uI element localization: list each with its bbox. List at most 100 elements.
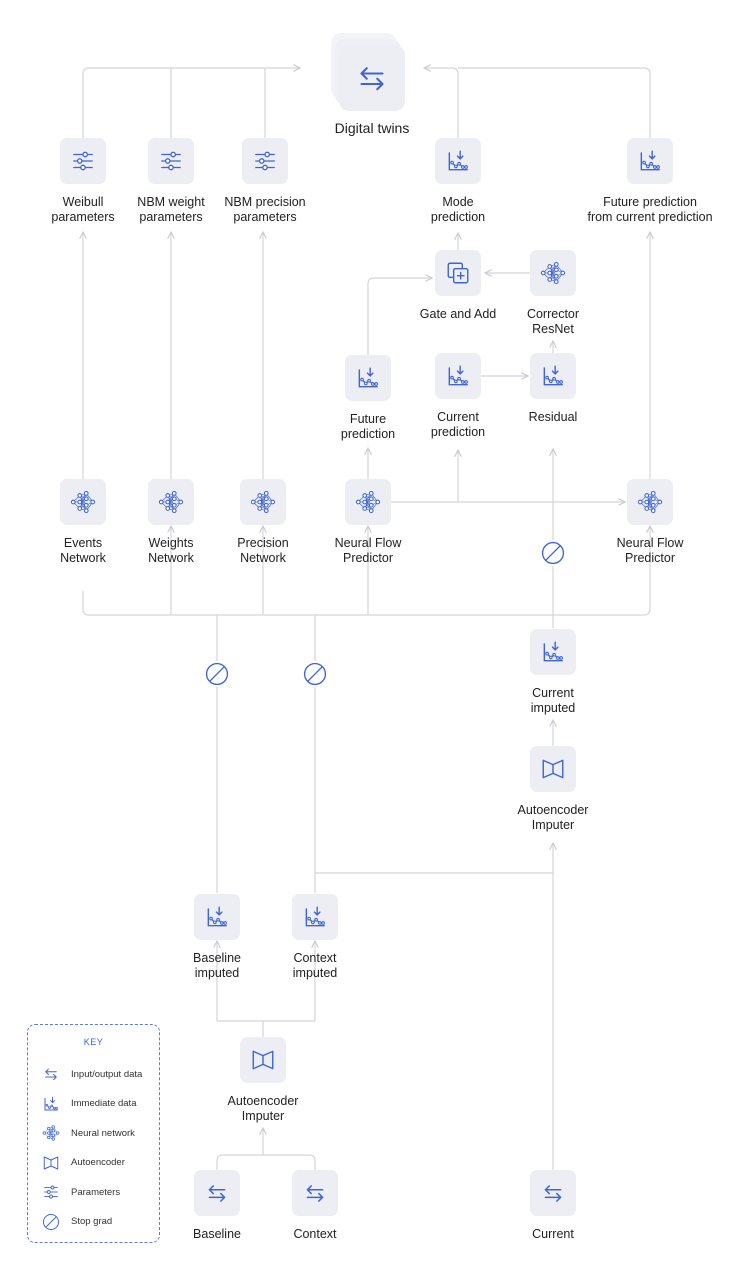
current-node bbox=[530, 1170, 576, 1216]
chart-icon bbox=[543, 365, 563, 386]
weibull-params-node bbox=[60, 138, 106, 184]
params-icon bbox=[161, 151, 181, 171]
io-icon bbox=[360, 67, 384, 91]
stop-icon bbox=[43, 1213, 59, 1230]
gate-and-add-label: Gate and Add bbox=[419, 307, 497, 321]
gate-icon bbox=[447, 262, 469, 284]
digital-twins-node bbox=[331, 33, 405, 111]
ae-icon bbox=[542, 759, 564, 779]
current-label: Current bbox=[532, 1227, 574, 1241]
key-item-label: Input/output data bbox=[71, 1068, 143, 1080]
key-item: Autoencoder bbox=[40, 1154, 125, 1172]
baseline-imputed-node bbox=[194, 894, 240, 940]
nn-icon bbox=[250, 490, 276, 514]
context-node bbox=[292, 1170, 338, 1216]
key-item: Input/output data bbox=[40, 1065, 142, 1083]
autoencoder-top-node bbox=[530, 746, 576, 792]
key-item: Immediate data bbox=[40, 1095, 136, 1113]
chart-icon bbox=[543, 641, 563, 662]
ae-icon bbox=[43, 1156, 59, 1169]
chart-icon bbox=[448, 365, 468, 386]
nn-icon bbox=[637, 490, 663, 514]
flow-connector bbox=[216, 1154, 316, 1170]
corrector-resnet-node bbox=[530, 250, 576, 296]
chart-icon bbox=[305, 906, 325, 927]
nn-icon bbox=[42, 1125, 60, 1141]
residual-label: Residual bbox=[528, 410, 578, 424]
io-icon bbox=[208, 1185, 226, 1202]
flow-connector bbox=[367, 278, 432, 355]
chart-icon bbox=[207, 906, 227, 927]
baseline-label: Baseline bbox=[193, 1227, 241, 1241]
context-imputed-node bbox=[292, 894, 338, 940]
nn-icon bbox=[70, 490, 96, 514]
stop-grad-icon bbox=[205, 662, 229, 686]
params-icon bbox=[44, 1185, 58, 1199]
flow-connector bbox=[82, 68, 300, 138]
flow-connector bbox=[82, 526, 650, 616]
mode-prediction-node bbox=[435, 138, 481, 184]
key-item-label: Neural network bbox=[71, 1127, 135, 1139]
ae-icon bbox=[252, 1050, 274, 1070]
key-item-label: Immediate data bbox=[71, 1098, 137, 1109]
stop-grad-icon bbox=[303, 662, 327, 686]
key-item-label: Parameters bbox=[71, 1186, 121, 1198]
future-prediction-node bbox=[345, 355, 391, 401]
gate-and-add-node bbox=[435, 250, 481, 296]
nn-icon bbox=[158, 490, 184, 514]
events-network-node bbox=[60, 479, 106, 525]
params-icon bbox=[255, 151, 275, 171]
neural-flow-2-node bbox=[627, 479, 673, 525]
residual-node bbox=[530, 353, 576, 399]
chart-icon bbox=[448, 150, 468, 171]
chart-icon bbox=[44, 1096, 58, 1110]
key-title: KEY bbox=[83, 1037, 104, 1047]
digital-twins-label: Digital twins bbox=[334, 120, 410, 136]
params-icon bbox=[73, 151, 93, 171]
current-imputed-node bbox=[530, 629, 576, 675]
chart-icon bbox=[358, 367, 378, 388]
nn-icon bbox=[540, 261, 566, 285]
future-from-current-node bbox=[627, 138, 673, 184]
io-icon bbox=[45, 1068, 57, 1081]
io-icon bbox=[306, 1185, 324, 1202]
chart-icon bbox=[640, 150, 660, 171]
weights-network-node bbox=[148, 479, 194, 525]
flow-connector bbox=[217, 1020, 315, 1037]
nbm-precision-params-node bbox=[242, 138, 288, 184]
precision-network-node bbox=[240, 479, 286, 525]
nn-icon bbox=[355, 490, 381, 514]
baseline-node bbox=[194, 1170, 240, 1216]
key-item: Neural network bbox=[40, 1124, 135, 1142]
flow-connector bbox=[424, 68, 459, 138]
nbm-weight-params-node bbox=[148, 138, 194, 184]
context-label: Context bbox=[293, 1227, 337, 1241]
key-item-label: Stop grad bbox=[71, 1216, 113, 1227]
key-item-label: Autoencoder bbox=[71, 1157, 125, 1168]
flow-connector bbox=[458, 67, 651, 138]
stop-grad-icon bbox=[541, 541, 565, 565]
autoencoder-bottom-node bbox=[240, 1037, 286, 1083]
current-prediction-node bbox=[435, 353, 481, 399]
io-icon bbox=[544, 1185, 562, 1202]
key-item: Parameters bbox=[40, 1183, 120, 1201]
key-item: Stop grad bbox=[40, 1213, 112, 1231]
